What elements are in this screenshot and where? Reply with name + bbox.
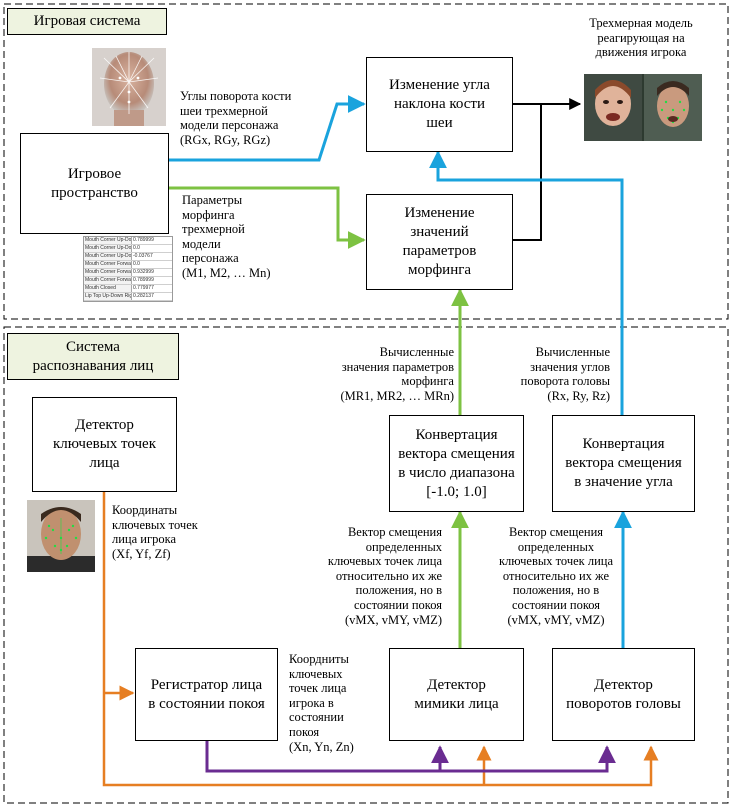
morph-table-name: Mouth Closed bbox=[85, 285, 116, 291]
morph-table-value: 0.0 bbox=[131, 301, 172, 302]
offset-right-label: Вектор смещения определенных ключевых то… bbox=[498, 525, 614, 627]
wire-rest-coords bbox=[205, 741, 616, 773]
head-detector-box: Детектор поворотов головы bbox=[552, 648, 695, 741]
wire-morph-output bbox=[513, 104, 542, 241]
face-recognition-header: Система распознавания лиц bbox=[7, 333, 179, 380]
morph-table-row: Lip Top Up-Down Left0.0 bbox=[84, 301, 172, 302]
morph-table-value: 0.789999 bbox=[131, 237, 172, 244]
morph-parameters-table: Mouth Corner Up-Down Right0.789999Mouth … bbox=[83, 236, 173, 302]
wire-neck-angles bbox=[169, 95, 366, 162]
morph-table-value: 0.0 bbox=[131, 261, 172, 268]
rest-registrar-box: Регистратор лица в состоянии покоя bbox=[135, 648, 278, 741]
morph-table-name: Mouth Corner Up-Down Right bbox=[85, 237, 131, 243]
player-coords-label: Координаты ключевых точек лица игрока (X… bbox=[112, 503, 198, 561]
game-space-box: Игровое пространство bbox=[20, 133, 169, 234]
face-mesh-image bbox=[92, 48, 166, 126]
offset-left-label: Вектор смещения определенных ключевых то… bbox=[327, 525, 442, 627]
morph-table-value: -0.03767 bbox=[131, 253, 172, 260]
face-recognition-frame bbox=[3, 326, 729, 804]
morph-table-name: Mouth Corner Up-Down Left bbox=[85, 245, 131, 251]
morph-table-name: Lip Top Up-Down Left bbox=[84, 301, 131, 302]
animated-characters-image bbox=[584, 74, 702, 141]
computed-head-label: Вычисленные значения углов поворота голо… bbox=[520, 345, 610, 403]
convert-range-box: Конвертация вектора смещения в число диа… bbox=[389, 415, 524, 512]
morph-table-name: Mouth Corner Forward-Back Right bbox=[85, 269, 131, 275]
game-system-header: Игровая система bbox=[7, 8, 167, 35]
morph-table-value: 0.282137 bbox=[131, 293, 172, 300]
player-face-photo bbox=[27, 500, 95, 572]
morph-table-name: Mouth Corner Forward-Back Left bbox=[85, 277, 131, 283]
morph-table-value: 0.789999 bbox=[131, 277, 172, 284]
morph-table-name: Lip Top Up-Down Right bbox=[85, 293, 131, 299]
mimic-detector-box: Детектор мимики лица bbox=[389, 648, 524, 741]
rest-coords-label: Коордниты ключевых точек лица игрока в с… bbox=[289, 652, 354, 754]
wire-morph-params bbox=[169, 186, 366, 249]
game-system-frame bbox=[3, 3, 729, 320]
morph-params-label: Параметры морфинга трехмерной модели пер… bbox=[182, 193, 271, 280]
morph-table-row: Mouth Closed 0.779977 bbox=[84, 285, 172, 293]
computed-morph-label: Вычисленные значения параметров морфинга… bbox=[340, 345, 454, 403]
morph-table-name: Mouth Corner Up-Down bbox=[85, 253, 131, 259]
morph-table-name: Mouth Corner Forward bbox=[85, 261, 131, 267]
keypoint-detector-box: Детектор ключевых точек лица bbox=[32, 397, 177, 492]
convert-angle-box: Конвертация вектора смещения в значение … bbox=[552, 415, 695, 512]
morph-table-row: Lip Top Up-Down Right0.282137 bbox=[84, 293, 172, 301]
morph-table-row: Mouth Corner Up-Down-0.03767 bbox=[84, 253, 172, 261]
morph-change-box: Изменение значений параметров морфинга bbox=[366, 194, 513, 290]
neck-angles-label: Углы поворота кости шеи трехмерной модел… bbox=[180, 89, 292, 147]
wire-player-coords-bus bbox=[102, 470, 659, 787]
morph-table-row: Mouth Corner Up-Down Left0.0 bbox=[84, 245, 172, 253]
model-caption: Трехмерная модель реагирующая на движени… bbox=[589, 16, 693, 60]
morph-table-row: Mouth Corner Up-Down Right0.789999 bbox=[84, 237, 172, 245]
morph-table-value: 0.0 bbox=[131, 245, 172, 252]
morph-table-row: Mouth Corner Forward-Back Right0.932999 bbox=[84, 269, 172, 277]
morph-table-value: 0.779977 bbox=[131, 285, 172, 292]
bone-angle-box: Изменение угла наклона кости шеи bbox=[366, 57, 513, 152]
wire-head-angles bbox=[429, 150, 624, 415]
morph-table-value: 0.932999 bbox=[131, 269, 172, 276]
morph-table-row: Mouth Corner Forward-Back Left0.789999 bbox=[84, 277, 172, 285]
